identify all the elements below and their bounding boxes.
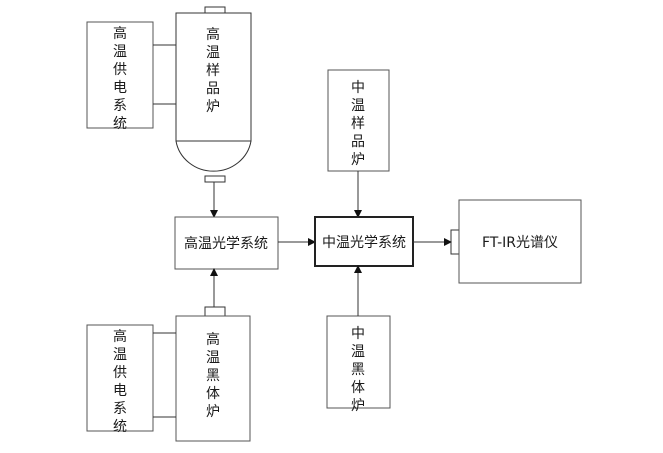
mid-optics-label: 中温光学系统 — [322, 235, 406, 251]
hot-blackbody-box — [175, 315, 251, 442]
ftir-label: FT-IR光谱仪 — [482, 235, 558, 251]
power-supply-top-label: 高温供电系统 — [113, 25, 127, 132]
furnace-bottom-port — [204, 175, 226, 183]
mid-sample-furnace-label: 中温样品炉 — [351, 80, 365, 168]
hot-sample-furnace-label: 高温样品炉 — [206, 26, 220, 115]
mid-blackbody-label: 中温黑体炉 — [351, 326, 365, 414]
furnace-dome — [175, 140, 252, 172]
hot-optics-label: 高温光学系统 — [184, 235, 268, 252]
blackbody-port — [204, 306, 226, 317]
hot-sample-furnace — [175, 6, 252, 183]
mid-sample-furnace-box — [327, 69, 390, 172]
mid-blackbody-box — [326, 315, 391, 409]
hot-optics-box — [174, 216, 279, 270]
power-supply-bottom-box — [86, 324, 154, 432]
ftir-spectrometer-box — [458, 199, 582, 284]
power-supply-bottom-label: 高温供电系统 — [113, 328, 127, 435]
power-supply-top-box — [86, 21, 154, 129]
hot-blackbody-label: 高温黑体炉 — [206, 331, 220, 420]
ftir-input-port — [450, 229, 460, 255]
mid-optics-box — [314, 216, 414, 267]
furnace-top-cap — [204, 6, 226, 14]
